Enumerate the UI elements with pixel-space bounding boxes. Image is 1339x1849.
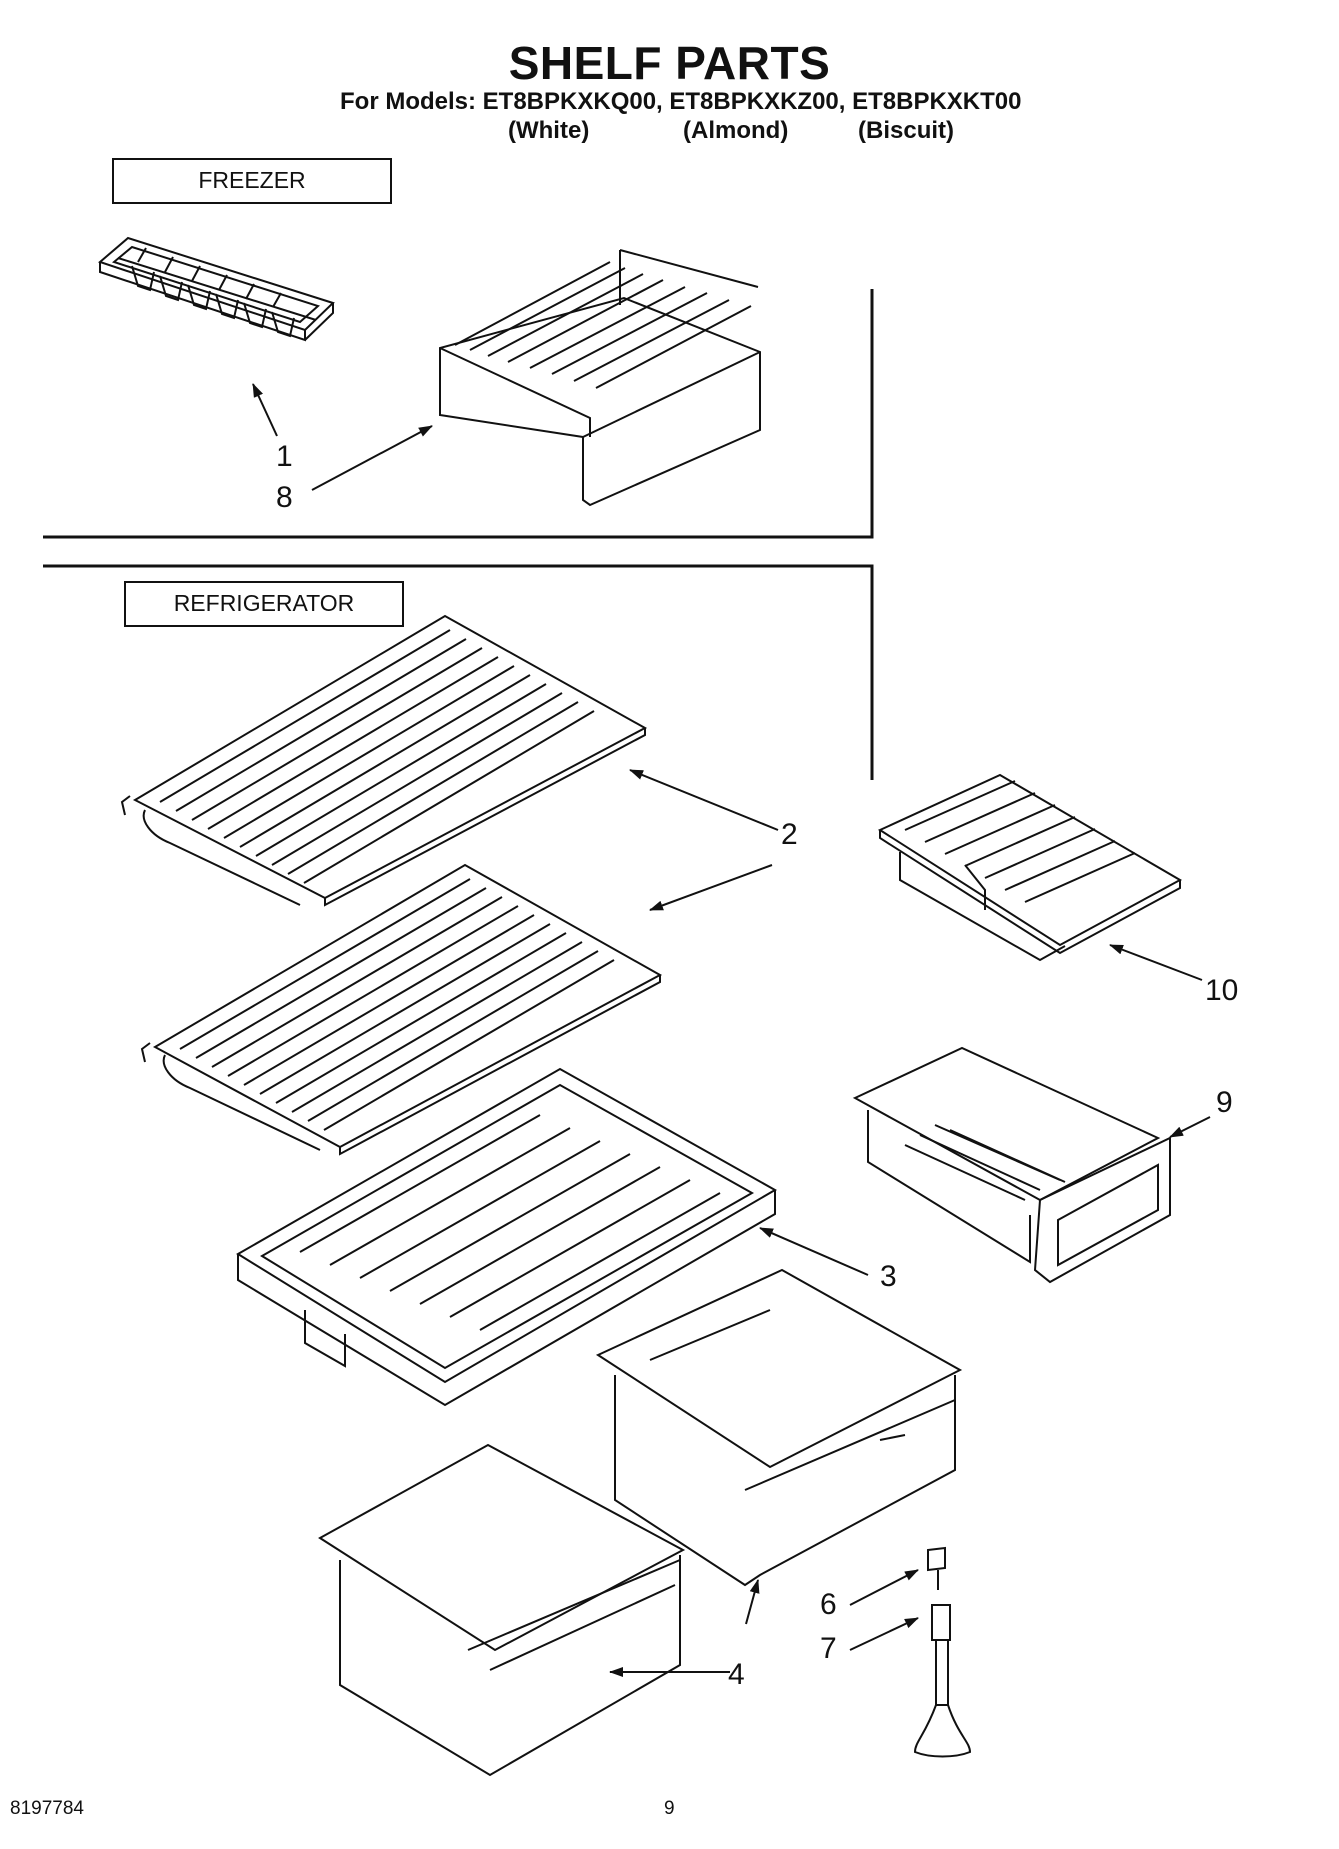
refrigerator-wire-shelves-part	[122, 616, 660, 1154]
arrow-3	[759, 1228, 868, 1275]
arrow-9	[1169, 1117, 1210, 1137]
callout-8: 8	[276, 481, 293, 514]
variant-biscuit: (Biscuit)	[858, 117, 954, 144]
page-number: 9	[664, 1798, 675, 1819]
callout-7: 7	[820, 1632, 837, 1665]
arrow-6	[850, 1570, 919, 1605]
section-dividers	[43, 289, 872, 780]
callout-1: 1	[276, 440, 293, 473]
freezer-section-label: FREEZER	[112, 158, 392, 204]
arrow-2-upper	[629, 770, 778, 830]
callout-2: 2	[781, 818, 798, 851]
models-line: For Models: ET8BPKXKQ00, ET8BPKXKZ00, ET…	[340, 88, 1022, 115]
variant-almond: (Almond)	[683, 117, 789, 144]
arrow-7	[850, 1618, 919, 1650]
callout-3: 3	[880, 1260, 897, 1293]
document-number: 8197784	[10, 1798, 84, 1819]
callout-6: 6	[820, 1588, 837, 1621]
arrow-2-lower	[649, 865, 772, 910]
crisper-drawers-part	[320, 1270, 960, 1775]
leveling-legs-part	[915, 1548, 970, 1757]
pan-drawer-part	[855, 1048, 1170, 1282]
callout-4: 4	[728, 1658, 745, 1691]
ice-tray-part	[100, 238, 333, 340]
callout-9: 9	[1216, 1086, 1233, 1119]
variant-white: (White)	[508, 117, 590, 144]
arrow-1	[253, 383, 277, 436]
arrow-8	[312, 426, 433, 490]
page-title: SHELF PARTS	[508, 37, 831, 89]
small-shelf-part	[880, 775, 1180, 960]
callout-leader-arrows	[253, 383, 1210, 1677]
freezer-wire-shelf-part	[440, 250, 760, 505]
arrow-10	[1109, 945, 1202, 980]
arrow-4-right	[746, 1579, 760, 1624]
callout-10: 10	[1205, 974, 1239, 1007]
refrigerator-section-label: REFRIGERATOR	[124, 581, 404, 627]
glass-shelf-part	[238, 1069, 775, 1405]
